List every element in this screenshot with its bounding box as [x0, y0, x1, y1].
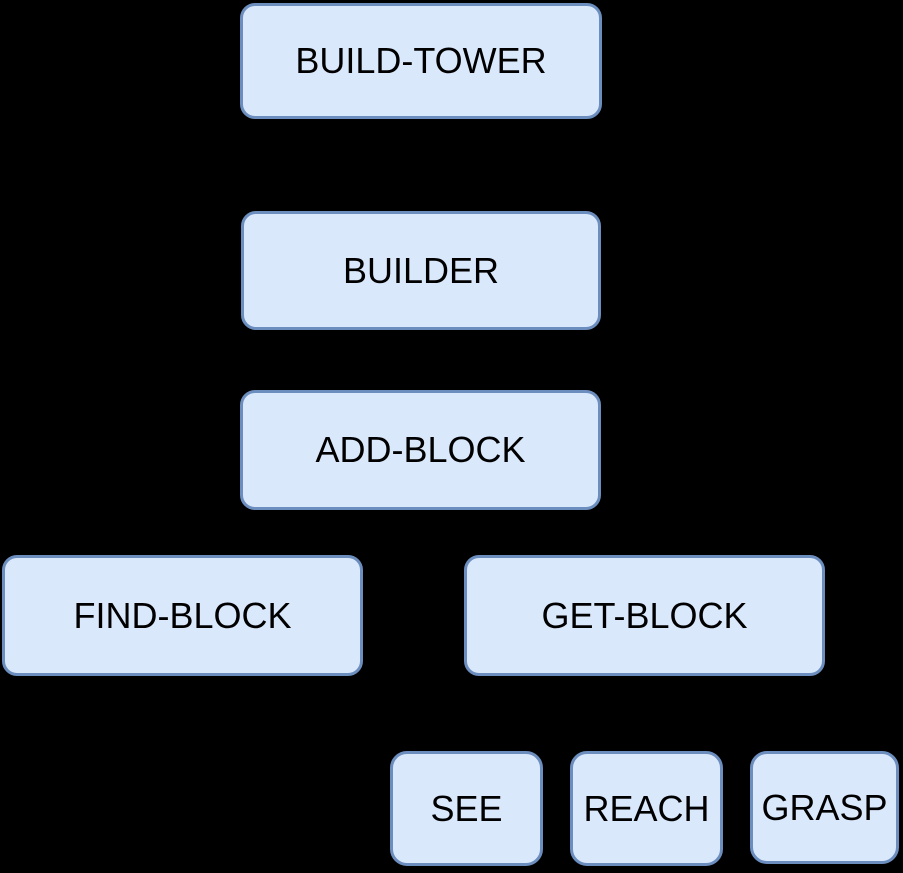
node-grasp: GRASP	[750, 751, 899, 864]
node-reach: REACH	[570, 751, 723, 866]
node-label: BUILD-TOWER	[295, 40, 547, 81]
node-label: ADD-BLOCK	[315, 429, 526, 470]
node-label: FIND-BLOCK	[73, 594, 292, 636]
node-add-block: ADD-BLOCK	[240, 390, 601, 510]
node-builder: BUILDER	[241, 211, 601, 330]
node-label: REACH	[583, 787, 710, 829]
node-label: GET-BLOCK	[541, 594, 748, 636]
node-label: GRASP	[761, 786, 888, 828]
node-see: SEE	[390, 751, 543, 866]
node-label: SEE	[430, 787, 503, 829]
node-label: BUILDER	[342, 249, 500, 291]
node-build-tower: BUILD-TOWER	[240, 3, 602, 119]
node-get-block: GET-BLOCK	[464, 555, 825, 676]
node-find-block: FIND-BLOCK	[2, 555, 363, 676]
